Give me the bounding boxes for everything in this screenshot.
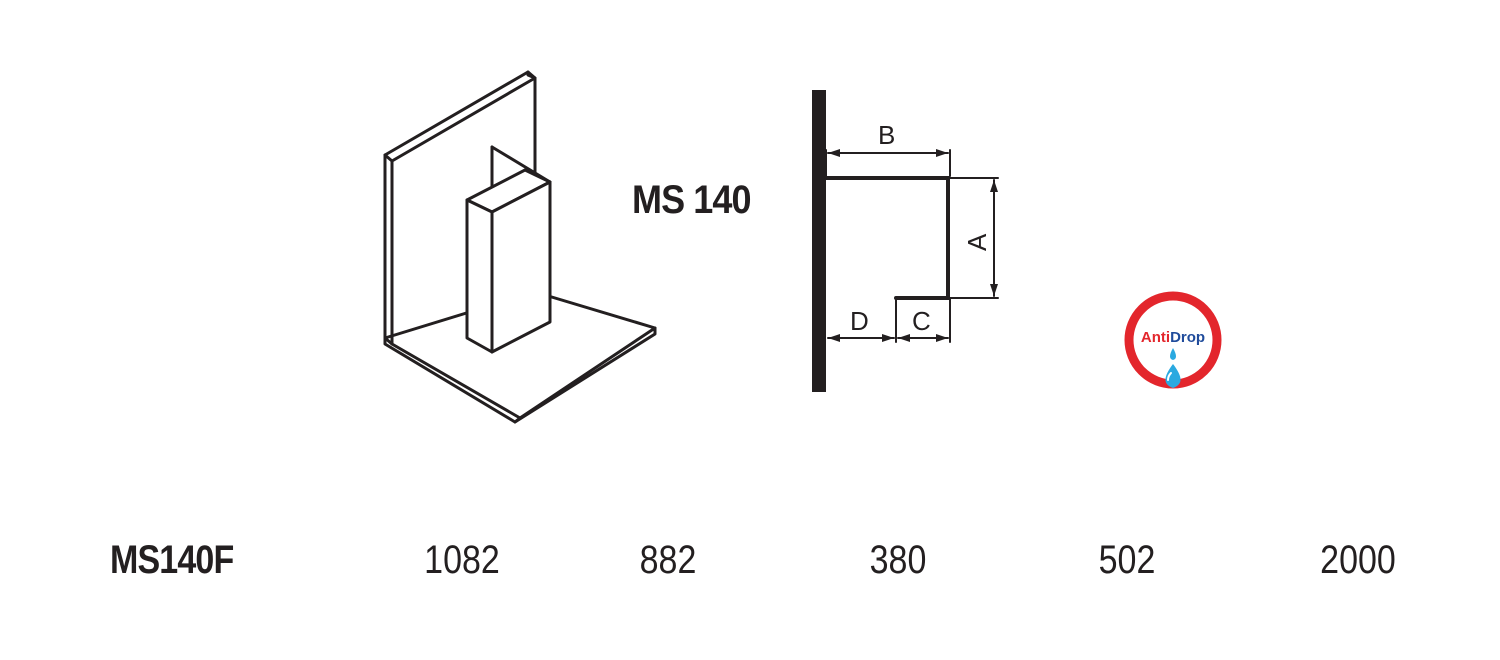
spec-value-3: 380 xyxy=(869,538,927,582)
spec-value-1: 1082 xyxy=(424,538,500,582)
model-title: MS 140 xyxy=(632,178,752,222)
arrow-b-right xyxy=(936,149,948,157)
wall-bar xyxy=(812,90,826,392)
arrow-d-right xyxy=(882,334,894,342)
back-wall-panel xyxy=(383,70,537,163)
dim-label-a: A xyxy=(962,233,992,251)
spec-row: MS140F 1082 882 380 502 2000 xyxy=(0,538,1500,594)
chimney-side-face xyxy=(490,180,552,354)
spec-value-2: 882 xyxy=(639,538,697,582)
spec-model-name: MS140F xyxy=(110,538,234,582)
badge-text-anti: Anti xyxy=(1141,329,1170,346)
small-water-drop-icon xyxy=(1170,348,1176,360)
badge-text: AntiDrop xyxy=(1141,329,1205,346)
arrow-d-left xyxy=(828,334,840,342)
badge-text-drop: Drop xyxy=(1170,329,1205,346)
water-drop-icon xyxy=(1165,364,1181,388)
arrow-c-left xyxy=(898,334,910,342)
dim-label-c: C xyxy=(912,306,931,336)
chimney-front-face xyxy=(465,198,494,354)
arrow-a-top xyxy=(990,180,998,192)
antidrop-badge: AntiDrop xyxy=(1124,291,1222,389)
chimney-top-fold xyxy=(490,145,552,184)
spec-value-4: 502 xyxy=(1098,538,1156,582)
base-plate-right-edge xyxy=(513,326,657,424)
profile-dimension-drawing: B A D C xyxy=(812,90,999,392)
hood-profile xyxy=(824,176,950,300)
arrow-a-bottom xyxy=(990,284,998,296)
water-drop-highlight xyxy=(1167,372,1172,381)
arrow-c-right xyxy=(936,334,948,342)
isometric-hood-drawing xyxy=(383,70,657,424)
spec-value-5: 2000 xyxy=(1320,538,1396,582)
arrow-b-left xyxy=(828,149,840,157)
dim-label-b: B xyxy=(878,120,895,150)
dim-label-d: D xyxy=(850,306,869,336)
